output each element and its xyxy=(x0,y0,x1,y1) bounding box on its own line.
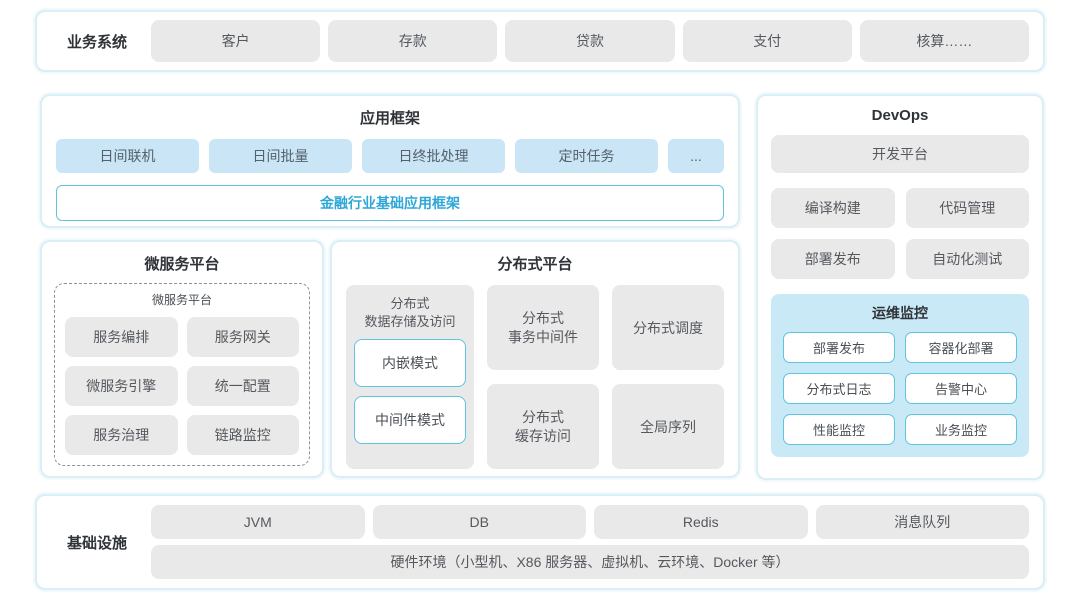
node-microservice-engine: 微服务引擎 xyxy=(65,366,178,406)
node-more-ellipsis: ... xyxy=(668,139,724,173)
infrastructure-band: 基础设施 JVM DB Redis 消息队列 硬件环境（小型机、X86 服务器、… xyxy=(35,494,1045,590)
node-hardware-environment: 硬件环境（小型机、X86 服务器、虚拟机、云环境、Docker 等） xyxy=(151,545,1029,579)
app-framework-modules: 日间联机 日间批量 日终批处理 定时任务 ... xyxy=(56,139,724,173)
microservice-grid: 服务编排 服务网关 微服务引擎 统一配置 服务治理 链路监控 xyxy=(65,317,299,455)
distributed-col-right: 分布式调度 全局序列 xyxy=(612,285,724,469)
node-cache-access: 分布式 缓存访问 xyxy=(487,384,599,469)
node-tracing-monitor: 链路监控 xyxy=(186,415,299,455)
node-monitor-deploy-release: 部署发布 xyxy=(783,332,895,363)
microservice-inner-box: 微服务平台 服务编排 服务网关 微服务引擎 统一配置 服务治理 链路监控 xyxy=(54,283,310,466)
node-customer: 客户 xyxy=(151,20,321,62)
infrastructure-label: 基础设施 xyxy=(66,534,127,552)
node-deposit: 存款 xyxy=(328,20,498,62)
node-code-management: 代码管理 xyxy=(905,188,1029,228)
node-business-monitor: 业务监控 xyxy=(905,414,1017,445)
business-systems-band: 业务系统 客户 存款 贷款 支付 核算…… xyxy=(35,10,1045,72)
distributed-platform-panel: 分布式平台 分布式 数据存储及访问 内嵌模式 中间件模式 分布式 事务中间件 分… xyxy=(330,240,740,478)
node-compile-build: 编译构建 xyxy=(771,188,895,228)
node-loan: 贷款 xyxy=(505,20,675,62)
node-jvm: JVM xyxy=(151,505,365,539)
infrastructure-row: JVM DB Redis 消息队列 xyxy=(151,505,1029,539)
app-framework-title: 应用框架 xyxy=(359,110,420,127)
node-deploy-release: 部署发布 xyxy=(771,239,895,279)
microservice-platform-title: 微服务平台 xyxy=(144,256,220,273)
node-global-sequence: 全局序列 xyxy=(612,384,724,469)
node-distributed-storage: 分布式 数据存储及访问 内嵌模式 中间件模式 xyxy=(346,285,474,469)
node-daytime-online: 日间联机 xyxy=(56,139,199,173)
node-scheduled-task: 定时任务 xyxy=(515,139,658,173)
node-db: DB xyxy=(372,505,586,539)
devops-tools-grid: 编译构建 代码管理 部署发布 自动化测试 xyxy=(771,188,1029,279)
node-service-orchestration: 服务编排 xyxy=(65,317,178,357)
app-framework-panel: 应用框架 日间联机 日间批量 日终批处理 定时任务 ... 金融行业基础应用框架 xyxy=(40,94,740,228)
ops-monitoring-grid: 部署发布 容器化部署 分布式日志 告警中心 性能监控 业务监控 xyxy=(783,332,1017,445)
node-performance-monitor: 性能监控 xyxy=(783,414,895,445)
node-distributed-logging: 分布式日志 xyxy=(783,373,895,404)
node-automated-testing: 自动化测试 xyxy=(905,239,1029,279)
microservice-inner-label: 微服务平台 xyxy=(151,293,212,307)
node-message-queue: 消息队列 xyxy=(815,505,1029,539)
distributed-col-middle: 分布式 事务中间件 分布式 缓存访问 xyxy=(487,285,599,469)
node-service-governance: 服务治理 xyxy=(65,415,178,455)
node-distributed-scheduling: 分布式调度 xyxy=(612,285,724,370)
distributed-platform-title: 分布式平台 xyxy=(497,256,573,273)
ops-monitoring-panel: 运维监控 部署发布 容器化部署 分布式日志 告警中心 性能监控 业务监控 xyxy=(771,294,1029,457)
node-finance-base-framework: 金融行业基础应用框架 xyxy=(56,185,724,221)
node-service-gateway: 服务网关 xyxy=(186,317,299,357)
node-redis: Redis xyxy=(594,505,808,539)
node-container-deployment: 容器化部署 xyxy=(905,332,1017,363)
node-accounting: 核算…… xyxy=(859,20,1030,62)
node-dev-platform: 开发平台 xyxy=(771,135,1029,173)
devops-panel: DevOps 开发平台 编译构建 代码管理 部署发布 自动化测试 运维监控 部署… xyxy=(756,94,1044,480)
node-transaction-middleware: 分布式 事务中间件 xyxy=(487,285,599,370)
node-unified-config: 统一配置 xyxy=(186,366,299,406)
devops-title: DevOps xyxy=(871,107,929,124)
microservice-platform-panel: 微服务平台 微服务平台 服务编排 服务网关 微服务引擎 统一配置 服务治理 链路… xyxy=(40,240,324,478)
distributed-storage-title: 分布式 数据存储及访问 xyxy=(364,296,456,329)
node-payment: 支付 xyxy=(682,20,852,62)
node-middleware-mode: 中间件模式 xyxy=(354,396,466,445)
business-systems-label: 业务系统 xyxy=(66,33,127,51)
node-embedded-mode: 内嵌模式 xyxy=(354,339,466,388)
ops-monitoring-title: 运维监控 xyxy=(872,305,928,321)
node-eod-batch: 日终批处理 xyxy=(362,139,505,173)
node-alert-center: 告警中心 xyxy=(905,373,1017,404)
node-daytime-batch: 日间批量 xyxy=(209,139,352,173)
